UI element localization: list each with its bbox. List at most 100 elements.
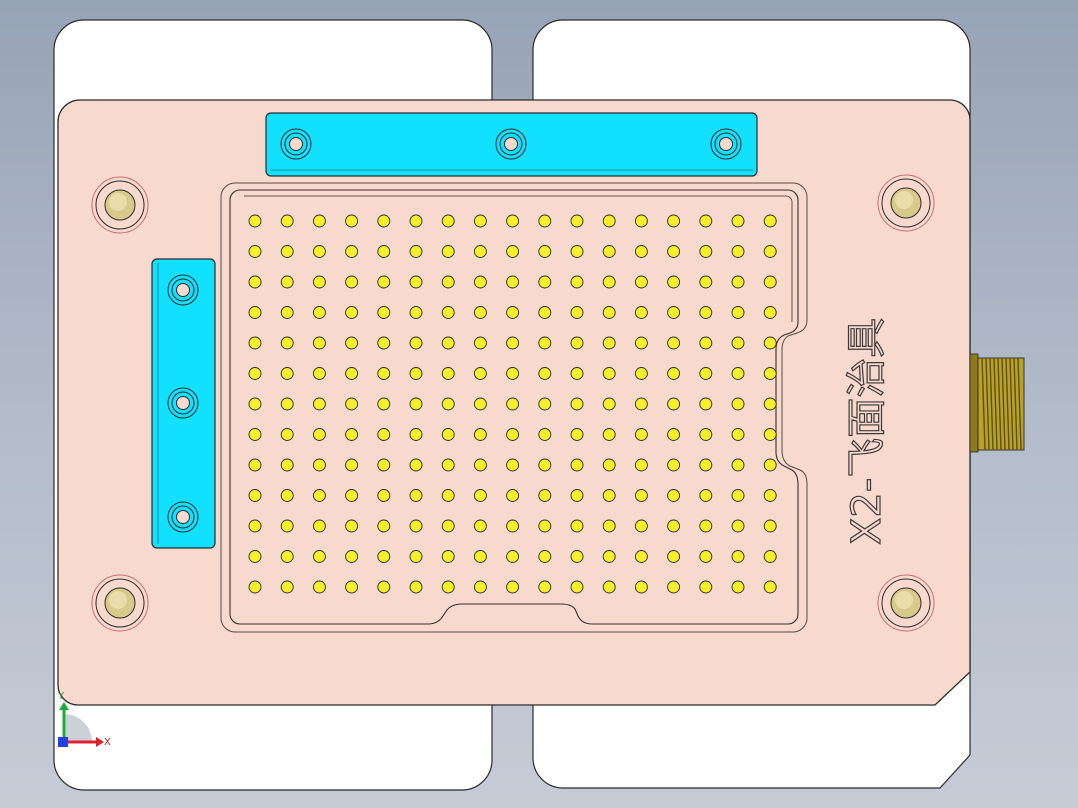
probe-pin [506, 275, 520, 289]
probe-pin [763, 428, 777, 441]
probe-pin [506, 306, 520, 319]
probe-pin [731, 245, 745, 258]
probe-pin [280, 367, 294, 380]
probe-pin [441, 367, 455, 380]
probe-pin [634, 336, 648, 350]
probe-pin [602, 580, 616, 594]
probe-pin [280, 550, 294, 563]
probe-pin [473, 489, 487, 502]
probe-pin [731, 489, 745, 502]
probe-pin [731, 580, 745, 594]
probe-pin [441, 245, 455, 258]
probe-pin [763, 214, 777, 228]
probe-pin [667, 489, 681, 502]
probe-pin [667, 275, 681, 289]
probe-pin [570, 550, 584, 563]
probe-pin [634, 397, 648, 411]
probe-pin [473, 306, 487, 319]
probe-pin [248, 397, 262, 411]
probe-pin [538, 489, 552, 502]
probe-pin [667, 428, 681, 441]
probe-pin [441, 580, 455, 594]
probe-pin [248, 367, 262, 380]
probe-pin [699, 550, 713, 563]
probe-pin [377, 489, 391, 502]
probe-pin [345, 519, 359, 533]
probe-pin [667, 336, 681, 350]
probe-pin [280, 214, 294, 228]
probe-pin [248, 458, 262, 472]
probe-pin [570, 519, 584, 533]
probe-pin [538, 245, 552, 258]
probe-pin [409, 306, 423, 319]
probe-pin [280, 489, 294, 502]
probe-pin [602, 397, 616, 411]
probe-pin [506, 519, 520, 533]
probe-pin [312, 245, 326, 258]
probe-pin [699, 397, 713, 411]
probe-pin [248, 306, 262, 319]
probe-pin [312, 275, 326, 289]
probe-pin [538, 428, 552, 441]
probe-pin [377, 214, 391, 228]
probe-pin [602, 245, 616, 258]
probe-pin [280, 245, 294, 258]
probe-pin [377, 519, 391, 533]
screw-icon [167, 501, 199, 533]
probe-pin [506, 336, 520, 350]
probe-pin [377, 367, 391, 380]
probe-pin [280, 580, 294, 594]
probe-pin [699, 245, 713, 258]
probe-pin [441, 489, 455, 502]
y-axis-label: Y [57, 691, 65, 702]
probe-pin [280, 336, 294, 350]
probe-pin [731, 519, 745, 533]
probe-pin [506, 489, 520, 502]
probe-pin [248, 245, 262, 258]
probe-pin [441, 275, 455, 289]
probe-pin [731, 550, 745, 563]
threaded-connector[interactable] [969, 353, 1025, 453]
probe-pin [441, 336, 455, 350]
probe-pin [602, 306, 616, 319]
probe-pin [312, 397, 326, 411]
probe-pin [667, 519, 681, 533]
probe-pin [667, 367, 681, 380]
probe-pin [667, 458, 681, 472]
probe-pin [377, 458, 391, 472]
probe-pin [731, 458, 745, 472]
locating-pin-icon [91, 574, 149, 632]
probe-pin [473, 397, 487, 411]
probe-pin [634, 458, 648, 472]
probe-pin [763, 367, 777, 380]
probe-pin [731, 275, 745, 289]
probe-pin [602, 336, 616, 350]
probe-pin [602, 275, 616, 289]
probe-pin [506, 367, 520, 380]
probe-pin [634, 367, 648, 380]
probe-pin [763, 275, 777, 289]
probe-pin [473, 336, 487, 350]
probe-pin [312, 367, 326, 380]
probe-pin [763, 519, 777, 533]
probe-pin [602, 519, 616, 533]
probe-pin [473, 428, 487, 441]
probe-pin [602, 367, 616, 380]
probe-pocket[interactable] [220, 182, 808, 633]
x-axis-label: X [104, 737, 111, 748]
probe-pin [634, 428, 648, 441]
locating-pin-icon [91, 176, 149, 234]
probe-pin [409, 275, 423, 289]
probe-pin [506, 580, 520, 594]
probe-pin [634, 214, 648, 228]
probe-pin [763, 580, 777, 594]
probe-pin [409, 397, 423, 411]
probe-pin [763, 458, 777, 472]
probe-pin [763, 489, 777, 502]
probe-pin [570, 306, 584, 319]
probe-pin [377, 550, 391, 563]
probe-pin [763, 336, 777, 350]
probe-pin [345, 580, 359, 594]
probe-pin [570, 245, 584, 258]
